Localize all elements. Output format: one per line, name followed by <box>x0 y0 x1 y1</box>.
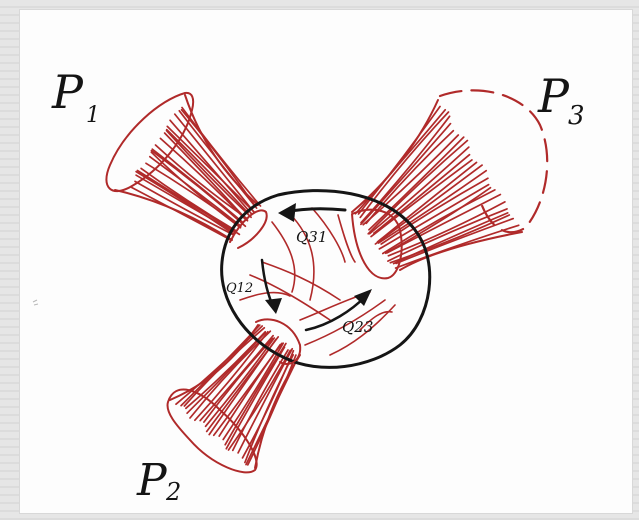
pencil-smudge <box>33 300 38 305</box>
tube-p2 <box>168 325 300 472</box>
label-p1-letter: P <box>51 65 84 119</box>
label-q23: Q23 <box>342 318 373 336</box>
flow-line <box>272 222 295 292</box>
label-p1-subscript: 1 <box>86 103 100 128</box>
arrow-q31-head <box>278 203 296 222</box>
label-p3-letter: P <box>537 69 570 123</box>
label-p3-subscript: 3 <box>568 101 585 131</box>
junction-p3-mouth <box>352 210 402 279</box>
flow-line <box>262 262 340 300</box>
label-p2-subscript: 2 <box>165 478 181 506</box>
label-q31: Q31 <box>296 228 327 246</box>
label-p1: P 1 <box>51 65 100 128</box>
label-q12: Q12 <box>226 281 253 296</box>
label-p3: P 3 <box>537 69 585 131</box>
tube-p3-hatching <box>356 107 519 269</box>
tube-p1 <box>106 93 260 240</box>
arrow-q12-head <box>265 298 282 314</box>
hatch-stroke <box>396 219 513 264</box>
central-region-circle <box>222 191 430 368</box>
hatch-stroke <box>361 116 450 222</box>
label-p2-letter: P <box>136 455 168 506</box>
tube-p3 <box>352 90 547 270</box>
label-p2: P 2 <box>136 455 181 506</box>
